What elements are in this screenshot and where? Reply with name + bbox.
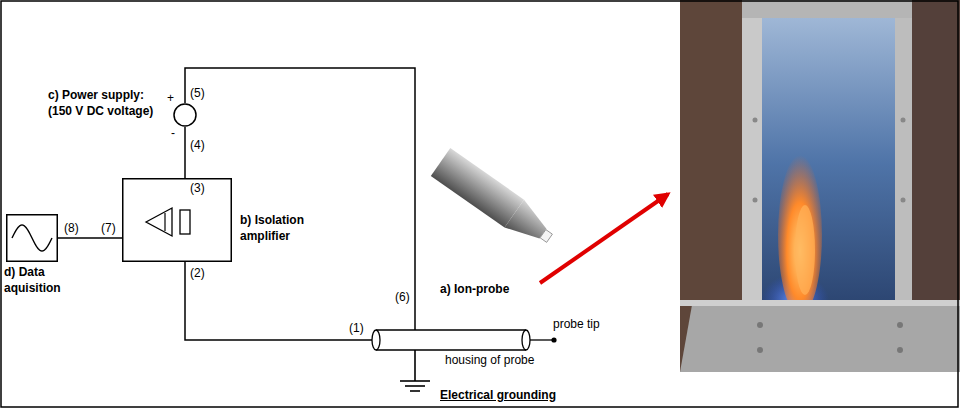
probe-photo <box>431 148 559 252</box>
amplifier-symbol <box>146 208 172 236</box>
callout-number: (2) <box>190 266 205 280</box>
node-heading: a) Ion-probe <box>440 282 532 298</box>
callout-number: (7) <box>101 221 116 235</box>
pointer-arrow <box>540 194 668 283</box>
cylinder-outline <box>376 330 526 350</box>
polarity-sign: + <box>167 91 174 105</box>
node-shape <box>173 103 197 127</box>
cylinder-end <box>522 330 530 350</box>
ground-symbol <box>400 350 430 391</box>
part-label: housing of probe <box>445 353 534 367</box>
acquisition-outline <box>7 215 58 262</box>
node-shape <box>122 178 232 262</box>
ion-probe-housing: a) Ion-probe <box>372 330 530 350</box>
callout-number: (4) <box>190 138 205 152</box>
part-label: probe tip <box>553 317 600 331</box>
sine-wave <box>12 225 52 251</box>
probe-tip-wire <box>530 339 552 340</box>
node-heading: b) Isolation amplifier <box>240 213 332 244</box>
callout-number: (1) <box>349 321 364 335</box>
node-shape <box>372 330 530 350</box>
polarity-sign: - <box>171 126 175 140</box>
isolation-bar <box>164 213 165 231</box>
callout-number: (3) <box>190 181 205 195</box>
amplifier-box: b) Isolation amplifier <box>122 178 232 262</box>
callout-number: (5) <box>190 86 205 100</box>
resistor-symbol <box>180 210 190 234</box>
wire <box>58 237 122 239</box>
node-heading: d) Data aquisition <box>4 265 70 296</box>
wire <box>185 262 372 340</box>
amplifier-outline <box>123 179 232 262</box>
ground-label: Electrical grounding <box>440 388 556 402</box>
cylinder-end <box>372 330 380 350</box>
node-heading: c) Power supply: (150 V DC voltage) <box>48 88 168 119</box>
power-supply-symbol: c) Power supply: (150 V DC voltage) <box>173 103 197 127</box>
callout-number: (6) <box>395 290 410 304</box>
wire <box>184 127 186 178</box>
node-shape <box>6 214 58 262</box>
burner-photo <box>680 0 960 372</box>
probe-tip-dot <box>551 337 556 342</box>
data-acquisition-box: d) Data aquisition <box>6 214 58 262</box>
callout-number: (8) <box>64 221 79 235</box>
source-circle <box>174 104 196 126</box>
